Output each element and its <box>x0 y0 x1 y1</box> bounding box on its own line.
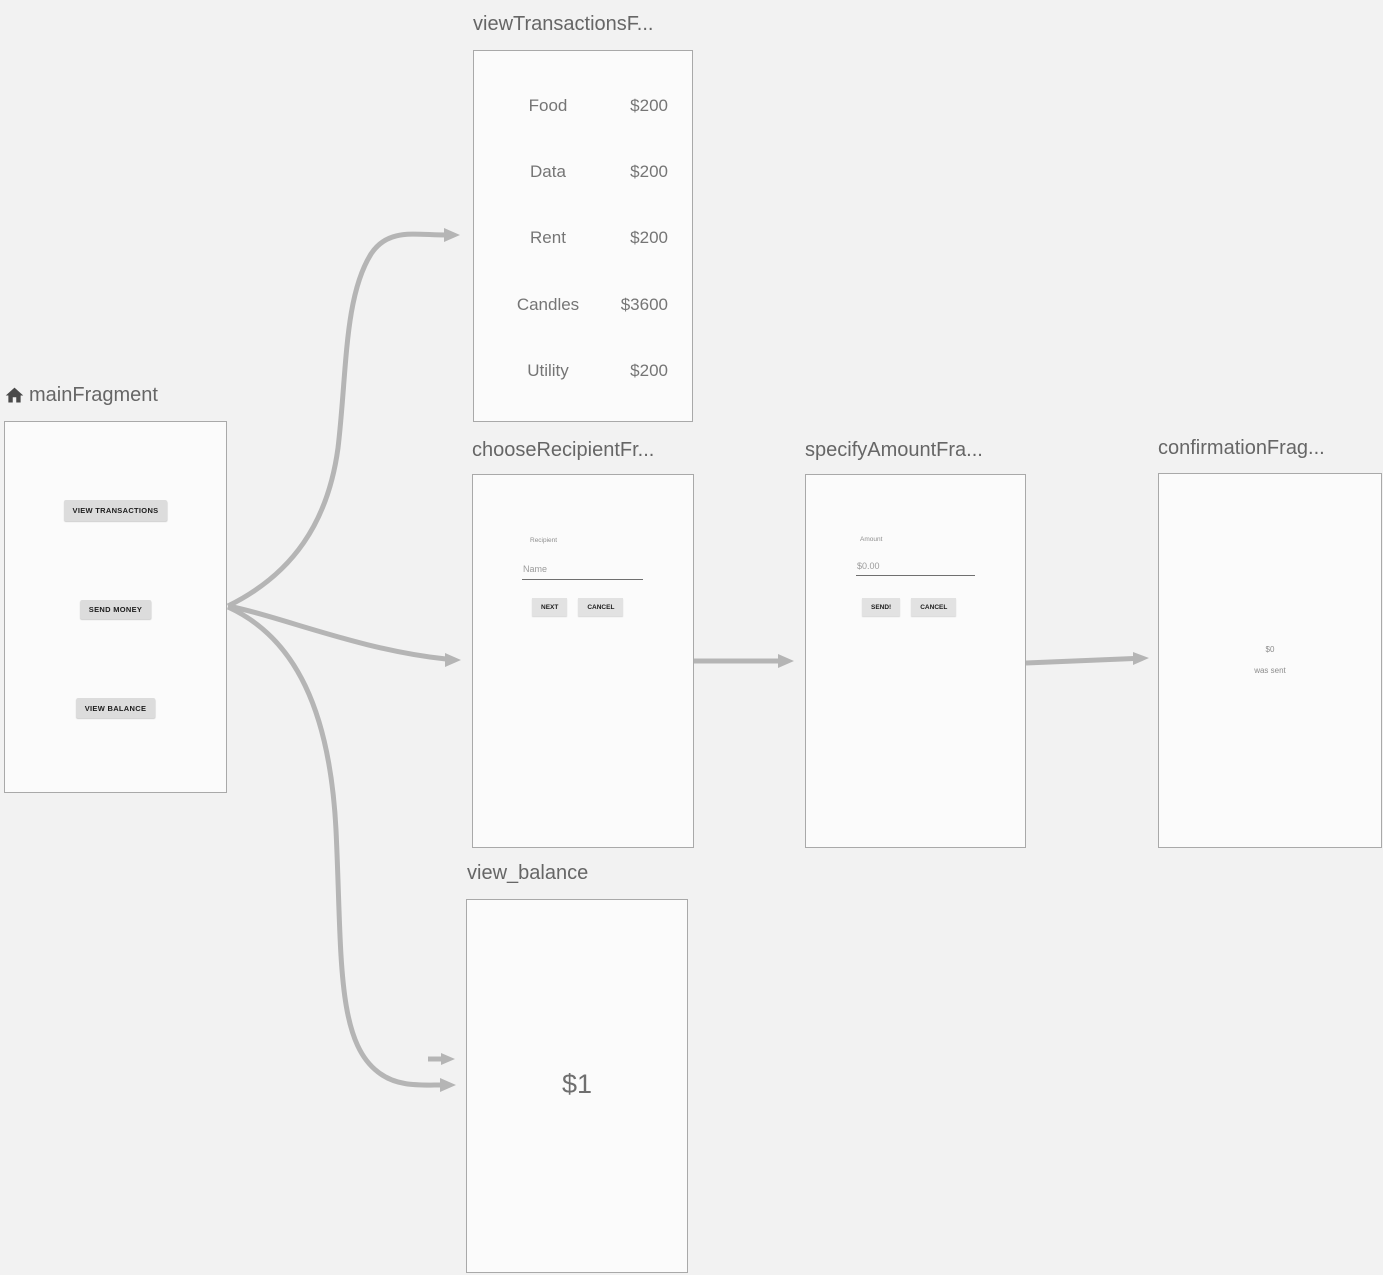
recipient-buttons-row: NEXT CANCEL <box>532 598 624 616</box>
amount-input: $0.00 <box>857 561 880 571</box>
confirmation-card[interactable]: $0 was sent <box>1158 473 1382 848</box>
main-fragment-card[interactable]: VIEW TRANSACTIONS SEND MONEY VIEW BALANC… <box>4 421 227 793</box>
recipient-name-input: Name <box>523 564 548 574</box>
home-icon <box>5 387 24 403</box>
action-main-to-view-balance[interactable] <box>226 604 456 1092</box>
transaction-row: Data $200 <box>530 162 668 181</box>
amount-field-label: Amount <box>860 536 883 543</box>
specify-amount-card[interactable]: Amount $0.00 SEND! CANCEL <box>805 474 1026 848</box>
cancel-button: CANCEL <box>578 598 624 616</box>
view-transactions-button: VIEW TRANSACTIONS <box>63 500 168 521</box>
action-main-to-view-transactions[interactable] <box>226 228 460 609</box>
action-specify-amount-to-confirmation[interactable] <box>1025 652 1149 666</box>
transaction-row: Candles $3600 <box>516 295 668 314</box>
transaction-row: Rent $200 <box>530 228 668 247</box>
global-action-to-view-balance[interactable] <box>428 1053 455 1065</box>
next-button: NEXT <box>532 598 568 616</box>
send-button: SEND! <box>862 598 901 616</box>
specify-amount-title: specifyAmountFra... <box>805 439 983 461</box>
cancel-button: CANCEL <box>911 598 957 616</box>
main-fragment-title: mainFragment <box>4 384 158 407</box>
action-main-to-choose-recipient[interactable] <box>227 603 461 667</box>
balance-value: $1 <box>561 1069 593 1099</box>
action-choose-recipient-to-specify-amount[interactable] <box>694 654 794 668</box>
transaction-row: Utility $200 <box>527 361 668 380</box>
recipient-field-label: Recipient <box>530 537 558 544</box>
amount-buttons-row: SEND! CANCEL <box>862 598 957 616</box>
input-underline <box>522 579 643 580</box>
view-balance-title: view_balance <box>467 862 589 884</box>
choose-recipient-title: chooseRecipientFr... <box>472 439 655 461</box>
view-transactions-card[interactable]: Food $200 Data $200 Rent $200 Candles $3… <box>473 50 693 422</box>
send-money-button: SEND MONEY <box>79 600 152 619</box>
view-balance-card[interactable]: $1 <box>466 899 688 1273</box>
confirmation-message: was sent <box>1254 666 1286 675</box>
view-balance-button: VIEW BALANCE <box>75 698 156 718</box>
view-transactions-title: viewTransactionsF... <box>473 13 654 35</box>
confirmation-amount: $0 <box>1265 645 1275 654</box>
confirmation-title: confirmationFrag... <box>1158 437 1325 459</box>
input-underline <box>856 575 975 576</box>
main-fragment-title-label: mainFragment <box>29 384 158 406</box>
transaction-row: Food $200 <box>528 96 668 115</box>
choose-recipient-card[interactable]: Recipient Name NEXT CANCEL <box>472 474 694 848</box>
